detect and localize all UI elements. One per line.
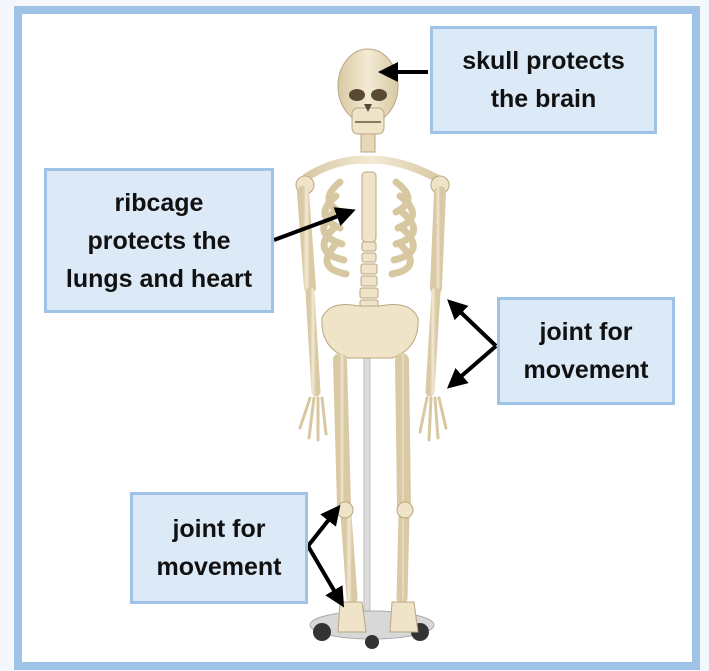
skull-label: skull protects the brain bbox=[430, 26, 657, 134]
skull-label-line1: skull protects bbox=[462, 42, 625, 80]
arm-joint-label-line2: movement bbox=[523, 351, 648, 389]
knees bbox=[337, 502, 413, 518]
hands bbox=[300, 398, 446, 440]
stand bbox=[310, 350, 434, 649]
elbow-arrow bbox=[450, 302, 496, 346]
spine bbox=[360, 242, 378, 310]
knee-arrow bbox=[308, 508, 338, 546]
leg-joint-label-line1: joint for bbox=[156, 510, 281, 548]
ribcage-label-line3: lungs and heart bbox=[66, 260, 252, 298]
arm-joint-label: joint for movement bbox=[497, 297, 675, 405]
wrist-arrow bbox=[450, 346, 496, 386]
leg-joint-label: joint for movement bbox=[130, 492, 308, 604]
leg-joint-label-line2: movement bbox=[156, 548, 281, 586]
legs bbox=[340, 360, 404, 598]
ribcage-label: ribcage protects the lungs and heart bbox=[44, 168, 274, 313]
sternum bbox=[362, 172, 376, 242]
ribcage-label-line1: ribcage bbox=[66, 184, 252, 222]
skull-label-line2: the brain bbox=[462, 80, 625, 118]
pelvis bbox=[322, 305, 418, 359]
skull bbox=[338, 49, 398, 152]
ankle-arrow bbox=[308, 546, 342, 604]
ribcage-label-line2: protects the bbox=[66, 222, 252, 260]
arm-joint-label-line1: joint for bbox=[523, 313, 648, 351]
